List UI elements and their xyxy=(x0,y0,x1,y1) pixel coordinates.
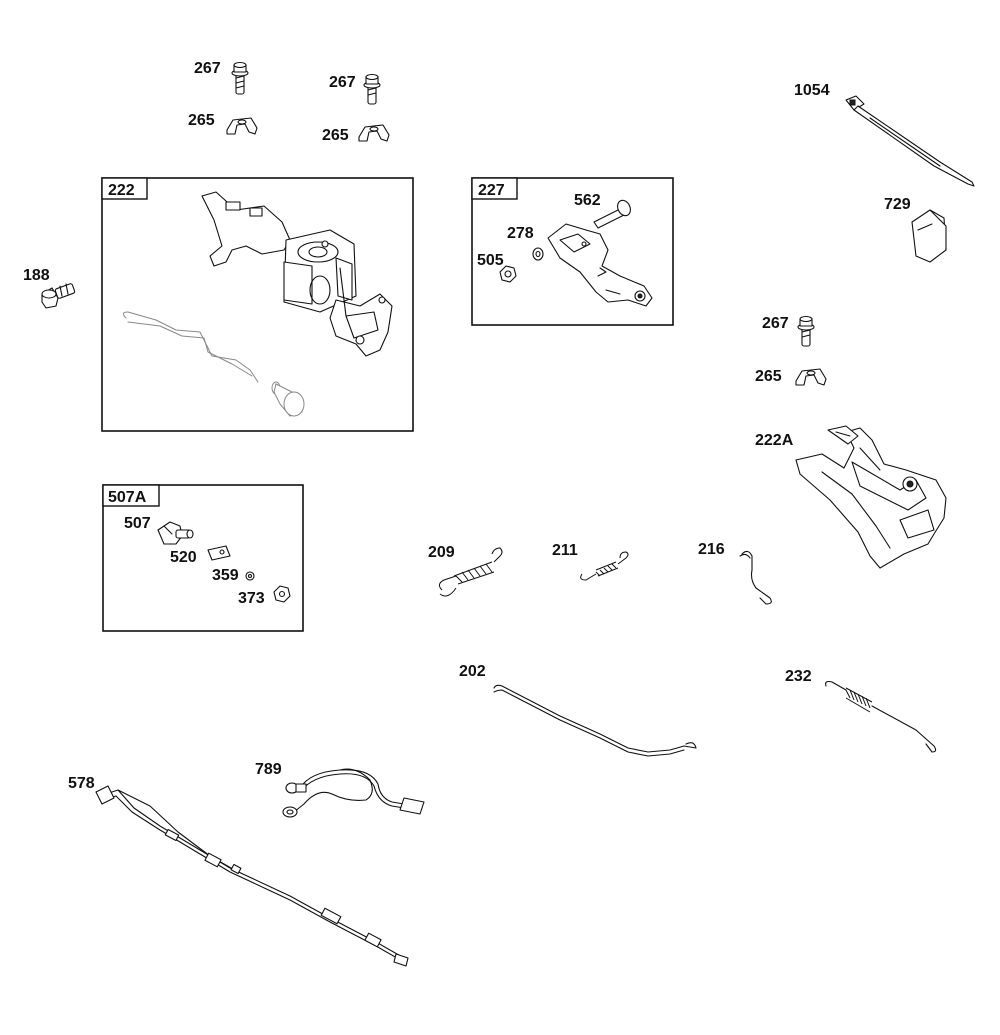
label-216: 216 xyxy=(698,541,725,558)
label-222A: 222A xyxy=(755,432,794,449)
label-265-top-mid: 265 xyxy=(322,127,349,144)
link-216-icon xyxy=(739,550,772,605)
screw-icon xyxy=(797,315,815,347)
label-505: 505 xyxy=(477,252,504,269)
label-789: 789 xyxy=(255,761,282,778)
group-227-label: 227 xyxy=(478,182,505,199)
boot-cover-icon xyxy=(911,209,947,263)
bolt-icon xyxy=(41,283,76,309)
clamp-icon xyxy=(226,117,258,135)
label-267-top-left: 267 xyxy=(194,60,221,77)
label-578: 578 xyxy=(68,775,95,792)
washer-icon xyxy=(245,571,255,581)
label-211: 211 xyxy=(552,542,578,559)
label-267-top-mid: 267 xyxy=(329,74,356,91)
label-265-top-left: 265 xyxy=(188,112,215,129)
spring-232-icon xyxy=(825,680,937,753)
throttle-lever-icon xyxy=(547,223,653,307)
nut-icon xyxy=(499,265,517,283)
pin-icon xyxy=(593,199,631,229)
label-188: 188 xyxy=(23,267,50,284)
screw-icon xyxy=(231,61,249,95)
label-1054: 1054 xyxy=(794,82,830,99)
solenoid-icon xyxy=(157,521,194,545)
throttle-link-ghost-icon xyxy=(122,311,305,417)
group-507A: 507A xyxy=(102,484,304,632)
label-729: 729 xyxy=(884,196,911,213)
wire-harness-icon xyxy=(282,768,425,818)
cable-tie-icon xyxy=(845,95,975,187)
label-232: 232 xyxy=(785,668,812,685)
washer-icon xyxy=(532,247,544,261)
label-359: 359 xyxy=(212,567,239,584)
label-265-right: 265 xyxy=(755,368,782,385)
label-562: 562 xyxy=(574,192,601,209)
label-267-right: 267 xyxy=(762,315,789,332)
group-222: 222 xyxy=(101,177,414,432)
spring-209-icon xyxy=(438,547,503,597)
control-plate-icon xyxy=(795,425,947,569)
control-bracket-icon xyxy=(201,191,393,357)
bracket-small-icon xyxy=(207,545,231,561)
label-202: 202 xyxy=(459,663,486,680)
label-373: 373 xyxy=(238,590,265,607)
label-278: 278 xyxy=(507,225,534,242)
group-222-label: 222 xyxy=(108,182,135,199)
label-209: 209 xyxy=(428,544,455,561)
clamp-icon xyxy=(358,124,390,142)
group-507A-label: 507A xyxy=(108,489,147,506)
group-227: 227 xyxy=(471,177,674,326)
label-520: 520 xyxy=(170,549,197,566)
rod-202-icon xyxy=(493,684,697,757)
spring-211-icon xyxy=(580,551,629,581)
label-507: 507 xyxy=(124,515,151,532)
screw-icon xyxy=(363,73,381,105)
cable-578-icon xyxy=(95,785,409,967)
clamp-icon xyxy=(795,368,827,386)
nut-icon xyxy=(273,585,291,603)
